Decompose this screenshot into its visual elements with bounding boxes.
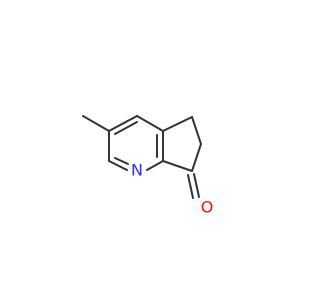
bond-lines [82,115,202,199]
structure-drawing: N O [82,115,214,217]
bond-c4a-c5 [162,116,193,132]
bond-c7-c7a [162,160,193,172]
bond-carbonyl-b [187,174,194,199]
bond-methyl [82,115,110,132]
bond-c6-c7 [191,143,202,172]
bond-c5-c6 [191,116,202,145]
bond-c3-c4 [108,115,138,132]
bond-carbonyl-a [193,173,200,198]
bond-c4-c4a [136,115,164,132]
molecule-canvas: N O [82,115,214,217]
bond-n-c2 [108,160,128,171]
nitrogen-atom-label: N [131,161,143,180]
oxygen-atom-label: O [201,198,214,217]
bond-c7a-n [146,160,164,171]
bond-c3-c4-inner [114,121,138,135]
bond-n-c2-inner [114,157,129,165]
